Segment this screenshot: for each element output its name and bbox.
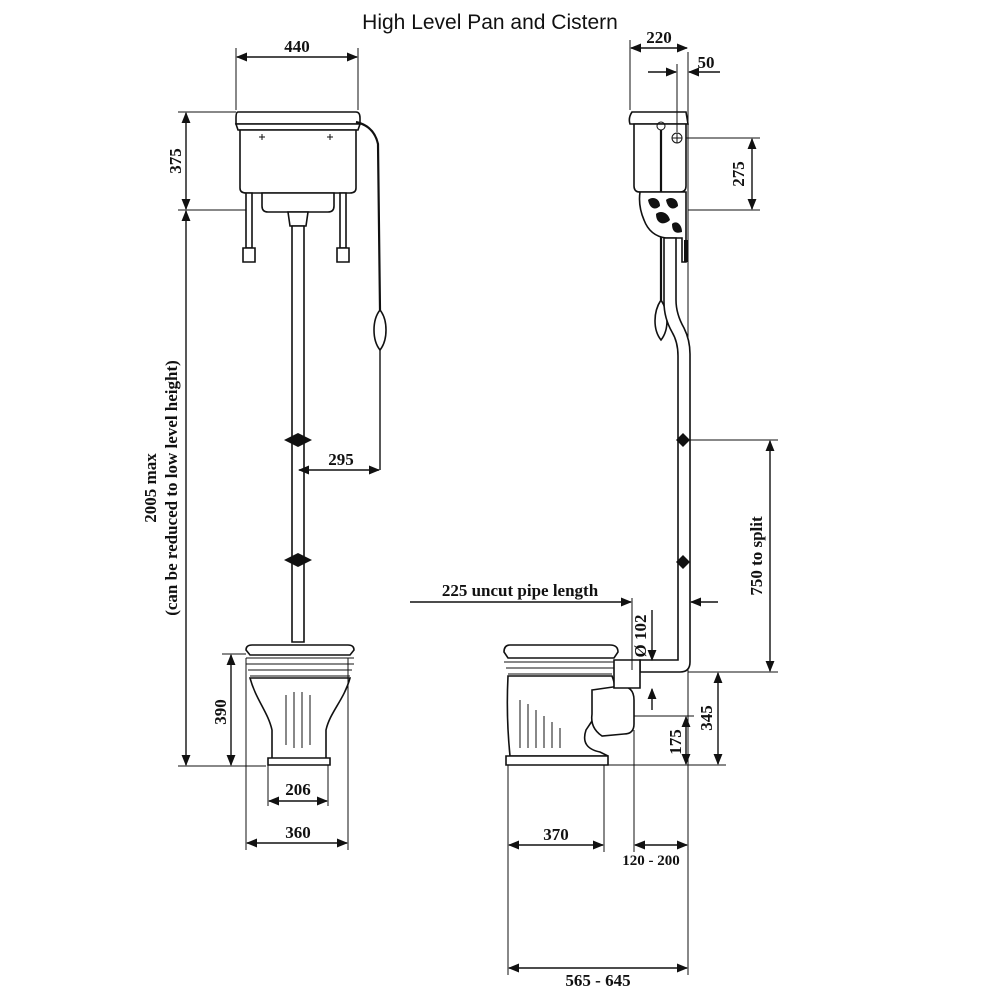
dim-side-pan-depth: 370 xyxy=(507,765,605,975)
dim-275: 275 xyxy=(729,161,748,187)
dim-440: 440 xyxy=(284,37,310,56)
dim-front-cistern-width: 440 xyxy=(235,37,359,110)
front-cistern xyxy=(234,111,362,263)
dim-370: 370 xyxy=(543,825,569,844)
dim-front-pan-height: 390 xyxy=(211,653,246,767)
dim-side-uncut-pipe: 225 uncut pipe length xyxy=(410,581,718,670)
dim-front-chain-offset: 295 xyxy=(297,450,381,475)
front-view: 440 375 2005 max (can be reduced to low … xyxy=(141,37,387,850)
dim-side-overall-projection: 565 - 645 xyxy=(507,963,689,990)
dim-345: 345 xyxy=(697,705,716,731)
dim-height-note: (can be reduced to low level height) xyxy=(162,360,181,616)
dim-225-uncut: 225 uncut pipe length xyxy=(442,581,599,600)
dim-side-outlet-centre: 175 xyxy=(634,715,694,766)
dim-120-200: 120 - 200 xyxy=(622,853,680,869)
dim-side-outlet-range: 120 - 200 xyxy=(622,730,689,869)
side-pan xyxy=(503,644,641,766)
dim-side-outlet-top: 345 xyxy=(608,671,726,766)
dim-2005-max: 2005 max xyxy=(141,453,160,523)
dim-front-overall-height: 2005 max (can be reduced to low level he… xyxy=(141,209,266,767)
dim-side-pipe-split: 750 to split xyxy=(688,439,778,673)
dim-side-outlet-diameter: Ø 102 xyxy=(631,610,657,710)
dim-175: 175 xyxy=(666,729,685,755)
side-cistern xyxy=(628,111,689,342)
side-view: 220 50 275 750 to split 225 uncut pipe l… xyxy=(410,28,778,990)
front-pull-chain xyxy=(355,120,387,470)
dim-295: 295 xyxy=(328,450,354,469)
dim-220: 220 xyxy=(646,28,672,47)
dim-front-base-width: 206 xyxy=(267,765,329,806)
dim-390: 390 xyxy=(211,699,230,725)
dim-side-cistern-depth: 220 xyxy=(629,28,689,110)
dim-206: 206 xyxy=(285,780,311,799)
dim-side-cistern-height: 275 xyxy=(686,137,760,211)
front-flush-pipe xyxy=(284,225,312,643)
dim-50: 50 xyxy=(698,53,715,72)
dim-750-to-split: 750 to split xyxy=(747,516,766,596)
dim-front-cistern-height: 375 xyxy=(166,111,246,211)
dim-565-645: 565 - 645 xyxy=(565,971,630,990)
dim-side-wall-gap: 50 xyxy=(648,53,720,132)
dim-360: 360 xyxy=(285,823,311,842)
dim-375: 375 xyxy=(166,148,185,174)
side-flush-pipe xyxy=(639,237,691,673)
diagram-title: High Level Pan and Cistern xyxy=(362,11,618,34)
front-pan xyxy=(245,644,355,766)
dim-diameter-102: Ø 102 xyxy=(631,615,650,658)
dim-front-pan-width: 360 xyxy=(245,658,349,850)
